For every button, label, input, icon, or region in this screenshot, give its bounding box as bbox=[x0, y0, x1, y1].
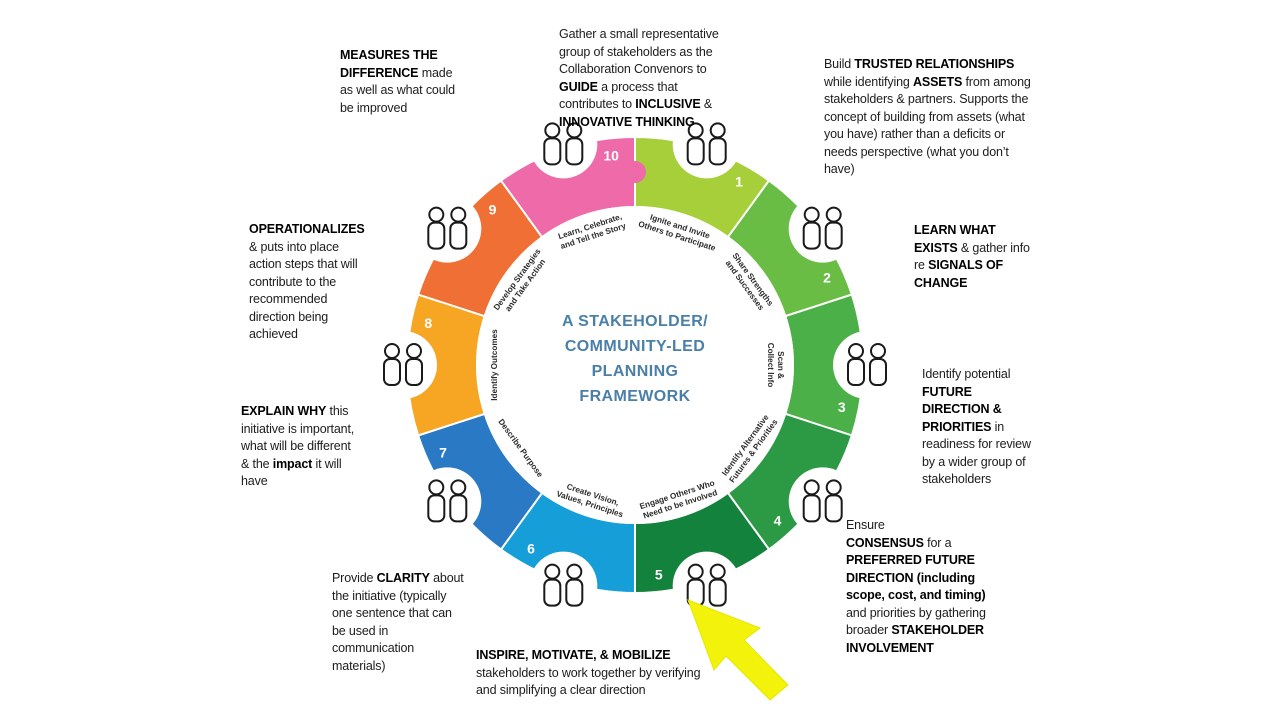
center-title-line: PLANNING bbox=[592, 363, 679, 380]
open-book-icon bbox=[529, 110, 598, 179]
annotation-step-2-relationships: Build TRUSTED RELATIONSHIPS while identi… bbox=[824, 57, 1031, 176]
arrow-push-icon bbox=[413, 194, 482, 263]
pointer-arrow-icon bbox=[687, 599, 789, 701]
segment-number-10: 10 bbox=[603, 147, 619, 163]
segment-number-9: 9 bbox=[489, 201, 497, 217]
checkmark-cloud-icon bbox=[529, 551, 598, 620]
center-title-line: FRAMEWORK bbox=[579, 388, 690, 405]
puzzle-tab-10 bbox=[624, 161, 646, 183]
puzzle-ring bbox=[406, 135, 864, 595]
weights-icon bbox=[788, 194, 857, 263]
segment-number-2: 2 bbox=[823, 270, 831, 286]
annotation-step-7: Provide CLARITY about the initiative (ty… bbox=[332, 571, 464, 673]
segment-number-8: 8 bbox=[424, 315, 432, 331]
magnifier-icon bbox=[833, 331, 901, 399]
megaphone-icon bbox=[672, 551, 741, 620]
segment-number-4: 4 bbox=[774, 513, 782, 529]
segment-number-3: 3 bbox=[838, 399, 846, 415]
telephone-icon bbox=[413, 467, 482, 536]
question-chart-icon bbox=[369, 331, 437, 399]
annotation-step-5: Ensure CONSENSUS for a PREFERRED FUTURE … bbox=[846, 518, 986, 655]
annotation-step-3: LEARN WHAT EXISTS & gather info re SIGNA… bbox=[914, 223, 1030, 290]
easel-icon bbox=[788, 467, 857, 536]
segment-label-line: Scan & bbox=[776, 351, 785, 379]
segment-number-7: 7 bbox=[439, 444, 447, 460]
step-icons bbox=[369, 110, 901, 620]
center-title: A STAKEHOLDER/COMMUNITY-LED PLANNING FRAME… bbox=[562, 313, 708, 405]
annotation-step-10: MEASURES THE DIFFERENCE made as well as … bbox=[340, 48, 455, 115]
segment-numbers: 1 2 3 4 5 6 7 8 9 10 bbox=[424, 147, 845, 582]
segment-number-6: 6 bbox=[527, 541, 535, 557]
annotation-step-9: OPERATIONALIZES & puts into place action… bbox=[249, 222, 365, 341]
segment-label-line: Identify Outcomes bbox=[490, 329, 499, 401]
segment-number-1: 1 bbox=[735, 173, 743, 189]
center-title-line: A STAKEHOLDER/ bbox=[562, 313, 708, 330]
annotation-step-8: EXPLAIN WHY this initiative is important… bbox=[241, 404, 355, 488]
segment-label-3: Scan &Collect Info bbox=[766, 343, 785, 388]
segment-label-8: Identify Outcomes bbox=[490, 329, 499, 401]
torch-icon bbox=[672, 110, 741, 179]
ring-inner-hole bbox=[476, 206, 794, 524]
segment-number-5: 5 bbox=[655, 567, 663, 583]
annotation-step-6: INSPIRE, MOTIVATE, & MOBILIZE stakeholde… bbox=[476, 648, 701, 697]
annotation-step-4: Identify potential FUTURE DIRECTION & PR… bbox=[922, 367, 1031, 486]
segment-label-line: Collect Info bbox=[766, 343, 775, 388]
center-title-line: COMMUNITY-LED bbox=[565, 338, 705, 355]
annotation-step-1: Gather a small representative group of s… bbox=[559, 27, 719, 129]
